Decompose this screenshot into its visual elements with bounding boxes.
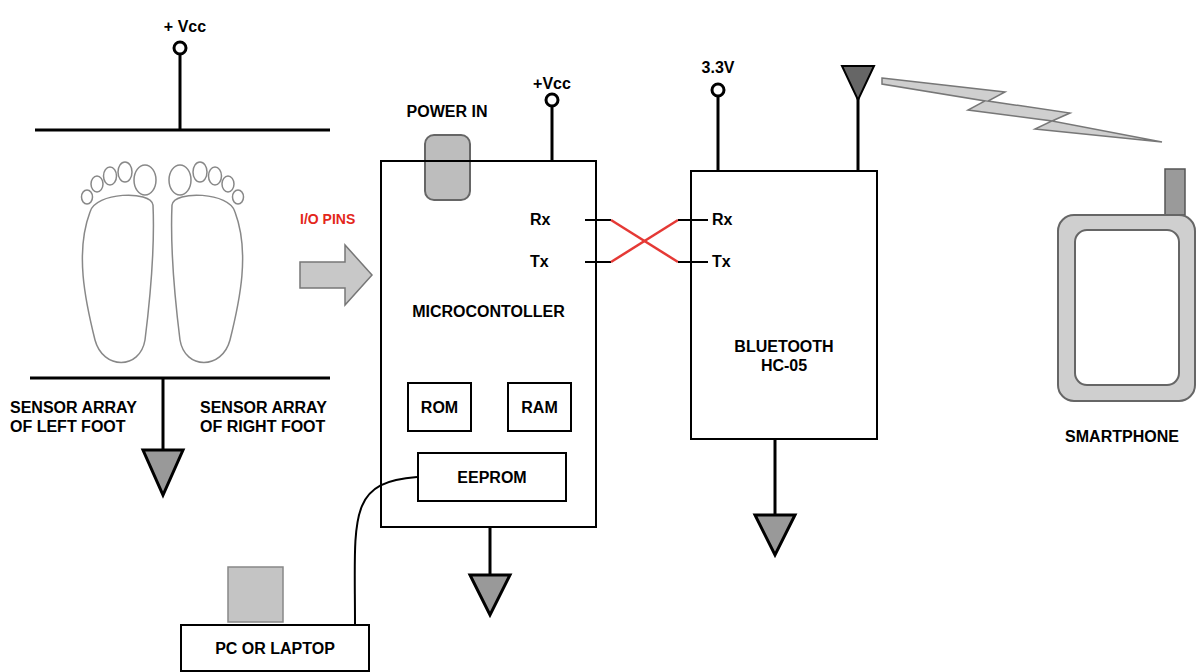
antenna-mast bbox=[857, 95, 860, 170]
pin-label: Tx bbox=[712, 252, 731, 271]
wire bbox=[678, 219, 690, 221]
antenna-symbol bbox=[842, 66, 874, 100]
monitor-icon bbox=[228, 567, 283, 622]
ground-symbol bbox=[470, 575, 510, 615]
ground-wire bbox=[774, 440, 777, 515]
node-text: MICROCONTOLLER bbox=[382, 302, 595, 321]
ground-symbol bbox=[755, 515, 795, 555]
node-text: RAM bbox=[521, 398, 557, 417]
toe bbox=[134, 165, 156, 195]
phone-icon bbox=[1040, 165, 1204, 460]
foot-sole bbox=[172, 195, 243, 362]
microcontroller-box: MICROCONTOLLER ROM RAM EEPROM bbox=[380, 160, 597, 528]
supply-label: 3.3V bbox=[702, 58, 735, 77]
supply-label: + Vcc bbox=[164, 17, 206, 36]
supply-wire bbox=[179, 54, 182, 130]
memory-box: RAM bbox=[507, 382, 572, 432]
vcc-terminal bbox=[174, 42, 186, 54]
supply-label: +Vcc bbox=[533, 74, 571, 93]
toe bbox=[193, 162, 207, 182]
wire bbox=[597, 261, 611, 263]
ground-symbol bbox=[143, 450, 183, 495]
toe bbox=[222, 176, 234, 192]
bluetooth-module: BLUETOOTH HC-05 bbox=[690, 170, 878, 440]
toe bbox=[209, 167, 222, 185]
node-text: BLUETOOTH HC-05 bbox=[724, 337, 844, 375]
sensor-label: SENSOR ARRAY OF LEFT FOOT bbox=[10, 398, 150, 436]
wire bbox=[597, 219, 611, 221]
pin-label: Rx bbox=[712, 210, 732, 229]
memory-box: EEPROM bbox=[417, 452, 567, 502]
memory-box: ROM bbox=[407, 382, 472, 432]
signal-label: I/O PINS bbox=[300, 210, 355, 229]
foot-sole bbox=[82, 195, 153, 362]
toe bbox=[82, 190, 93, 204]
crossed-wire bbox=[611, 220, 678, 262]
wireless-link bbox=[882, 78, 1162, 142]
toe bbox=[169, 165, 191, 195]
crossed-wire bbox=[611, 220, 678, 262]
sensor-bottom-rail bbox=[30, 377, 330, 380]
left-foot bbox=[82, 162, 157, 363]
vcc-terminal bbox=[712, 84, 724, 96]
node-text: ROM bbox=[421, 398, 458, 417]
phone-antenna bbox=[1165, 169, 1185, 215]
computer-box: PC OR LAPTOP bbox=[180, 624, 370, 672]
power-connector bbox=[425, 135, 470, 200]
node-text: SMARTPHONE bbox=[1040, 427, 1204, 446]
connector-label: POWER IN bbox=[407, 102, 488, 121]
toe bbox=[233, 190, 244, 204]
sensor-top-rail bbox=[35, 129, 330, 132]
sensor-label: SENSOR ARRAY OF RIGHT FOOT bbox=[200, 398, 328, 436]
right-foot bbox=[169, 162, 244, 363]
supply-wire bbox=[551, 106, 554, 160]
phone-screen bbox=[1075, 230, 1179, 385]
connector bbox=[597, 220, 690, 262]
toe bbox=[118, 162, 132, 182]
pin-label: Rx bbox=[530, 210, 550, 229]
supply-wire bbox=[717, 96, 720, 170]
vcc-terminal bbox=[546, 94, 558, 106]
pin-label: Tx bbox=[530, 252, 549, 271]
smartphone: SMARTPHONE bbox=[1040, 165, 1204, 460]
ground-wire bbox=[162, 378, 165, 450]
connector bbox=[597, 220, 690, 262]
connector bbox=[355, 477, 417, 624]
wire bbox=[678, 261, 690, 263]
pin-stub bbox=[690, 219, 708, 221]
node-text: PC OR LAPTOP bbox=[215, 639, 335, 658]
toe bbox=[104, 167, 117, 185]
cable bbox=[355, 477, 417, 624]
ground-wire bbox=[489, 528, 492, 575]
io-arrow bbox=[300, 245, 372, 305]
node-text: EEPROM bbox=[457, 468, 526, 487]
pin-stub bbox=[690, 261, 708, 263]
toe bbox=[91, 176, 103, 192]
phone-body bbox=[1058, 215, 1195, 401]
